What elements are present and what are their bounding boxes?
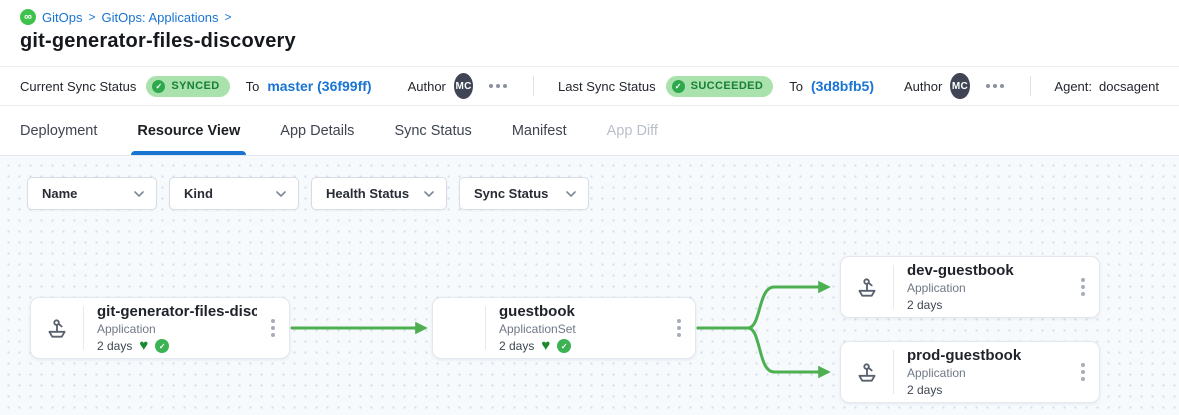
breadcrumb-separator: > [224, 10, 232, 24]
graph-node-dev-guestbook[interactable]: dev-guestbook Application 2 days [840, 256, 1100, 318]
chevron-down-icon [134, 190, 144, 197]
node-kind: Application [907, 366, 966, 380]
filter-kind-label: Kind [184, 186, 213, 201]
chevron-down-icon [566, 190, 576, 197]
graph-node-guestbook[interactable]: guestbook ApplicationSet 2 days ♥ ✓ [432, 297, 696, 359]
node-title: guestbook [499, 303, 575, 320]
node-body: prod-guestbook Application 2 days [894, 347, 1073, 397]
node-age: 2 days [907, 383, 943, 397]
kebab-menu-icon[interactable] [1073, 357, 1099, 387]
node-meta: 2 days ♥ ✓ [499, 337, 663, 354]
breadcrumb-applications[interactable]: GitOps: Applications [101, 9, 219, 25]
status-bar: Current Sync Status ✓ SYNCED To master (… [0, 67, 1179, 106]
agent-label: Agent: [1054, 78, 1093, 94]
filter-sync-status-label: Sync Status [474, 186, 549, 201]
current-sync-status-badge: ✓ SYNCED [146, 75, 230, 97]
author-avatar: MC [950, 73, 970, 99]
divider [485, 306, 486, 350]
breadcrumb-separator: > [88, 10, 96, 24]
tab-deployment[interactable]: Deployment [20, 122, 98, 139]
node-meta: 2 days [907, 298, 1067, 312]
tab-app-diff: App Diff [606, 122, 658, 139]
tab-manifest[interactable]: Manifest [511, 122, 567, 139]
node-meta: 2 days ♥ ✓ [97, 337, 257, 354]
health-heart-icon: ♥ [541, 337, 551, 354]
check-circle-icon: ✓ [671, 79, 685, 93]
to-label: To [245, 78, 260, 94]
node-kind: ApplicationSet [499, 322, 576, 336]
divider [893, 265, 894, 309]
to-label: To [789, 78, 803, 94]
divider [83, 306, 84, 350]
current-sync-status-badge-label: SYNCED [171, 80, 220, 92]
author-label: Author [407, 78, 446, 94]
author-avatar: MC [453, 73, 474, 99]
last-sync-status-badge: ✓ SUCCEEDED [665, 75, 774, 97]
node-body: git-generator-files-disco... Application… [84, 303, 263, 353]
divider [893, 350, 894, 394]
filter-health-status[interactable]: Health Status [311, 177, 447, 210]
node-kind: Application [907, 281, 966, 295]
node-title: dev-guestbook [907, 262, 1014, 279]
sync-check-icon: ✓ [557, 339, 572, 353]
graph-node-git-generator-files-discovery[interactable]: git-generator-files-disco... Application… [30, 297, 290, 359]
resource-graph-canvas: Name Kind Health Status Sync Status [0, 156, 1179, 415]
breadcrumb-gitops[interactable]: GitOps [42, 9, 83, 25]
filter-health-status-label: Health Status [326, 186, 410, 201]
tab-bar: Deployment Resource View App Details Syn… [0, 106, 1179, 156]
current-revision-link[interactable]: master (36f99ff) [267, 78, 372, 94]
tab-sync-status[interactable]: Sync Status [394, 122, 472, 139]
last-sync-status-badge-label: SUCCEEDED [690, 80, 764, 92]
filter-name-label: Name [42, 186, 78, 201]
node-age: 2 days [499, 339, 535, 353]
gitops-logo-icon: ∞ [20, 9, 36, 25]
tab-app-details[interactable]: App Details [280, 122, 355, 139]
page-title: git-generator-files-discovery [20, 30, 296, 52]
kebab-menu-icon[interactable] [1073, 272, 1099, 302]
last-revision-link[interactable]: (3d8bfb5) [810, 78, 874, 94]
more-options-icon[interactable] [487, 80, 509, 92]
argo-application-icon [841, 359, 893, 385]
filter-kind[interactable]: Kind [169, 177, 299, 210]
kebab-menu-icon[interactable] [263, 313, 289, 343]
node-title: prod-guestbook [907, 347, 1022, 364]
graph-node-prod-guestbook[interactable]: prod-guestbook Application 2 days [840, 341, 1100, 403]
last-sync-status-label: Last Sync Status [558, 78, 656, 94]
more-options-icon[interactable] [984, 80, 1006, 92]
argo-application-icon [841, 274, 893, 300]
page-header: ∞ GitOps > GitOps: Applications > git-ge… [0, 0, 1179, 67]
node-kind: Application [97, 322, 156, 336]
sync-check-icon: ✓ [155, 339, 170, 353]
node-body: guestbook ApplicationSet 2 days ♥ ✓ [486, 303, 669, 353]
chevron-down-icon [276, 190, 286, 197]
filter-sync-status[interactable]: Sync Status [459, 177, 589, 210]
node-title: git-generator-files-disco... [97, 303, 257, 320]
argo-application-icon [31, 315, 83, 341]
agent-value: docsagent [1099, 78, 1160, 94]
breadcrumb: ∞ GitOps > GitOps: Applications > [20, 9, 1159, 25]
node-body: dev-guestbook Application 2 days [894, 262, 1073, 312]
chevron-down-icon [424, 190, 434, 197]
node-age: 2 days [97, 339, 133, 353]
kebab-menu-icon[interactable] [669, 313, 695, 343]
tab-resource-view[interactable]: Resource View [117, 106, 260, 155]
author-label: Author [903, 78, 943, 94]
check-circle-icon: ✓ [152, 79, 166, 93]
divider [533, 76, 535, 96]
filter-bar: Name Kind Health Status Sync Status [27, 177, 589, 210]
divider [1029, 76, 1031, 96]
node-age: 2 days [907, 298, 943, 312]
current-sync-status-label: Current Sync Status [20, 78, 137, 94]
filter-name[interactable]: Name [27, 177, 157, 210]
node-meta: 2 days [907, 383, 1067, 397]
health-heart-icon: ♥ [139, 337, 149, 354]
